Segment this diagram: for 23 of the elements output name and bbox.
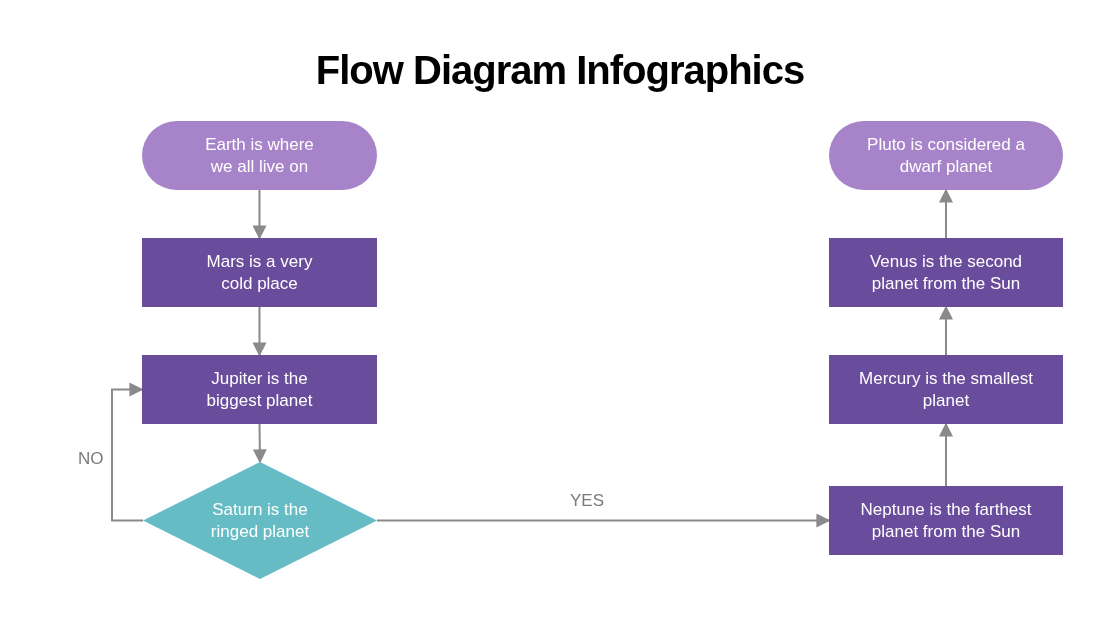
node-text: Earth is where we all live on	[204, 133, 315, 178]
process-box	[829, 486, 1063, 555]
arrow	[111, 382, 144, 522]
node-text: Saturn is the ringed planet	[209, 498, 311, 543]
arrow	[252, 306, 267, 357]
decision-diamond	[143, 462, 377, 579]
node-text: Mars is a very cold place	[205, 250, 314, 295]
node-text: Mercury is the smallest planet	[858, 367, 1034, 412]
arrow	[252, 423, 267, 464]
process-box	[142, 355, 377, 424]
process-box	[142, 238, 377, 307]
node-text: Venus is the second planet from the Sun	[868, 250, 1024, 295]
arrow	[252, 189, 267, 240]
process-box	[829, 355, 1063, 424]
node-text: Pluto is considered a dwarf planet	[866, 133, 1026, 178]
node-text: Neptune is the farthest planet from the Sun	[859, 498, 1033, 543]
arrow	[376, 513, 831, 528]
arrow	[939, 188, 953, 239]
process-box	[829, 238, 1063, 307]
title: Flow Diagram Infographics	[315, 47, 805, 94]
arrow	[939, 305, 953, 356]
node-text: Jupiter is the biggest planet	[205, 367, 314, 412]
arrow	[939, 422, 953, 487]
